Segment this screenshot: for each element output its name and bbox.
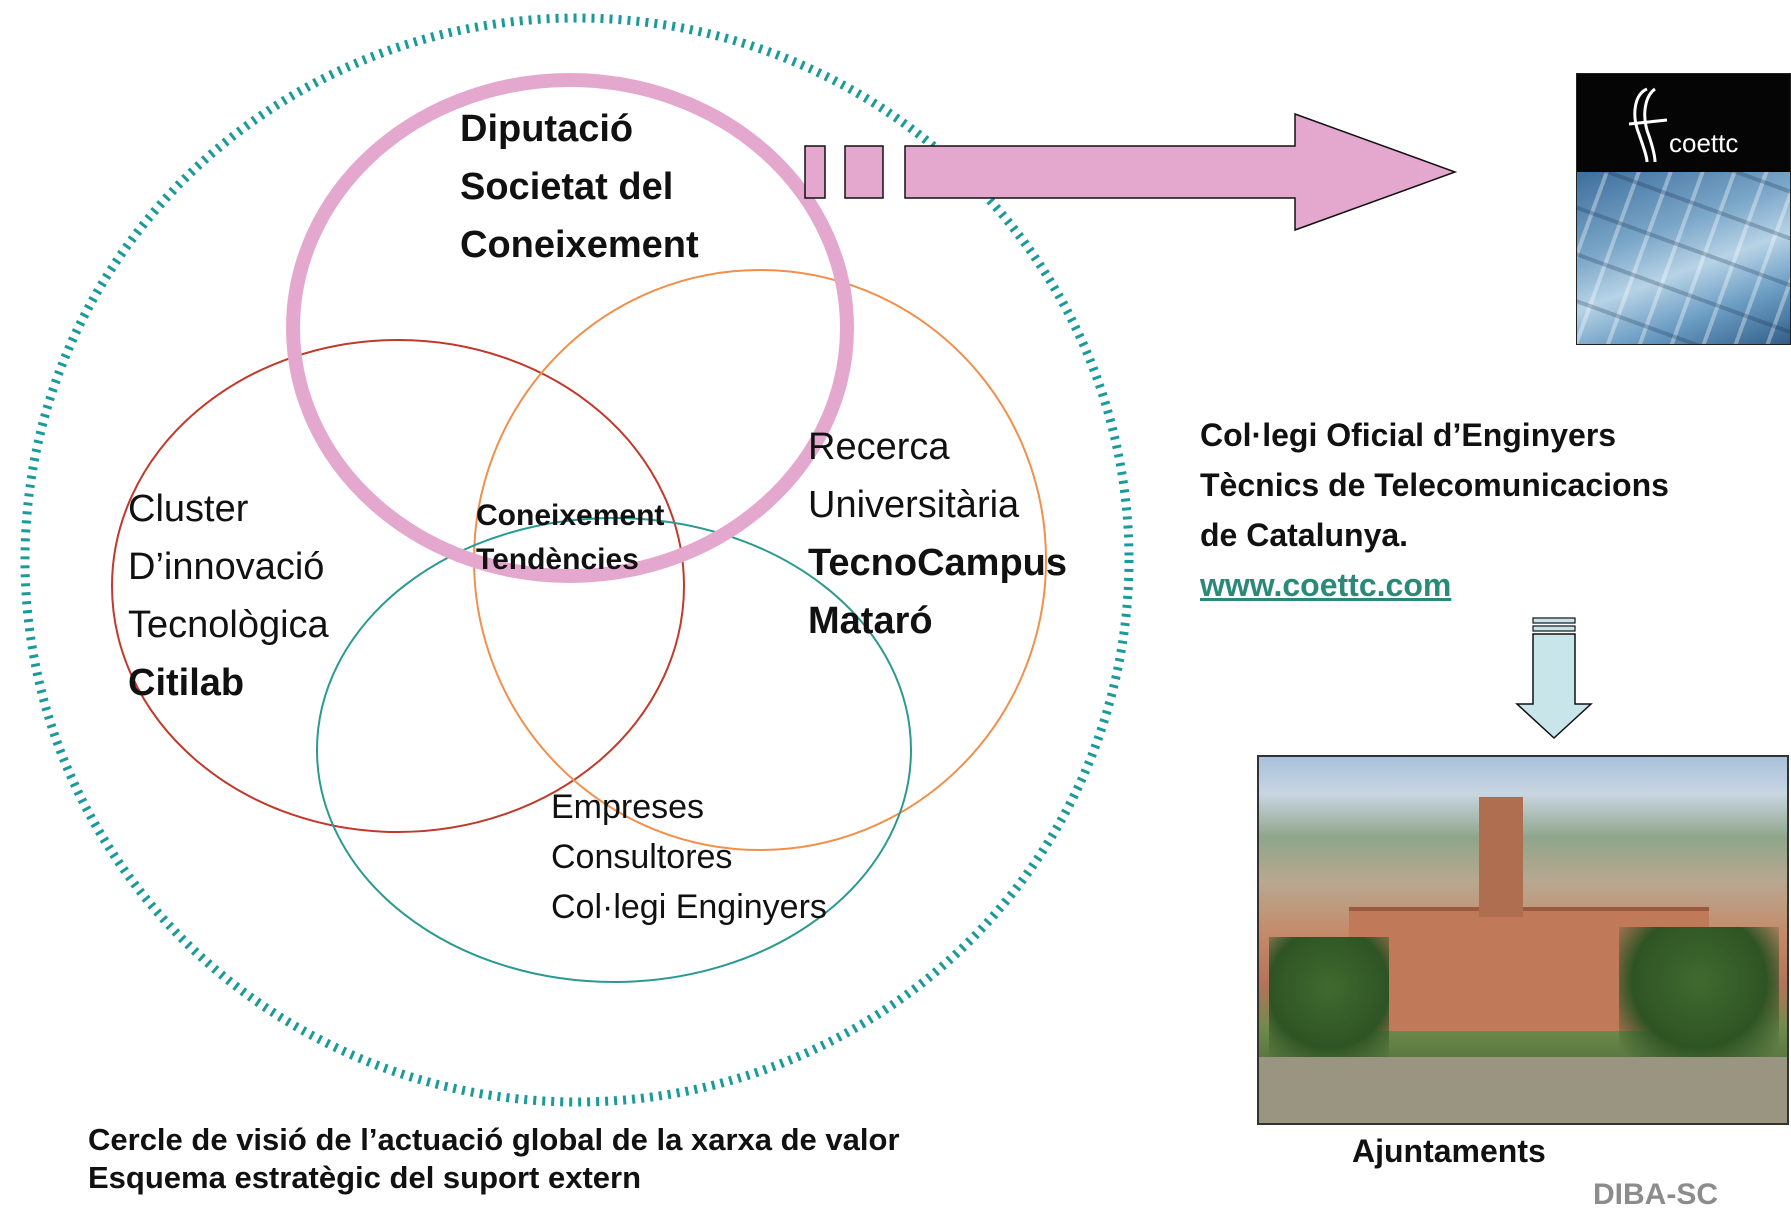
left-line-2: D’innovació xyxy=(128,546,325,588)
bottom-line-2: Consultores xyxy=(551,838,733,876)
diagram-caption: Cercle de visió de l’actuació global de … xyxy=(88,1121,900,1197)
ajuntaments-plaza xyxy=(1259,1057,1787,1123)
right-line-bold-2: Mataró xyxy=(808,600,933,642)
top-line-2: Societat del xyxy=(460,166,674,208)
left-circle xyxy=(111,339,685,833)
bottom-circle-label: Empreses Consultores Col·legi Enginyers xyxy=(551,782,827,932)
bottom-circle xyxy=(316,517,912,983)
coettc-line-1: Col·legi Oficial d’Enginyers xyxy=(1200,417,1617,453)
top-circle-label: Diputació Societat del Coneixement xyxy=(460,100,699,274)
ajuntaments-photo xyxy=(1257,755,1789,1125)
top-line-3: Coneixement xyxy=(460,224,699,266)
center-line-2: Tendències xyxy=(476,543,639,576)
top-line-1: Diputació xyxy=(460,108,634,150)
right-arrow xyxy=(804,112,1458,232)
right-line-bold-1: TecnoCampus xyxy=(808,542,1068,584)
right-line-1: Recerca xyxy=(808,426,950,468)
caption-line-1: Cercle de visió de l’actuació global de … xyxy=(88,1122,900,1157)
coettc-logo-bar: coettc xyxy=(1577,74,1790,172)
coettc-building-photo xyxy=(1577,172,1790,344)
left-line-3: Tecnològica xyxy=(128,604,329,646)
coettc-logo-text: coettc xyxy=(1669,128,1739,158)
ajuntaments-label: Ajuntaments xyxy=(1352,1133,1546,1169)
coettc-logo-icon xyxy=(1628,87,1668,163)
right-line-2: Universitària xyxy=(808,484,1020,526)
coettc-url-link[interactable]: www.coettc.com xyxy=(1200,567,1452,603)
left-line-1: Cluster xyxy=(128,488,249,530)
outer-dotted-circle xyxy=(20,13,1134,1107)
coettc-line-2: Tècnics de Telecomunicacions xyxy=(1200,467,1669,503)
center-line-1: Coneixement xyxy=(476,499,665,532)
center-label: Coneixement Tendències xyxy=(476,494,664,582)
ajuntaments-tower xyxy=(1479,797,1523,917)
coettc-description: Col·legi Oficial d’Enginyers Tècnics de … xyxy=(1200,410,1669,610)
left-circle-label: Cluster D’innovació Tecnològica Citilab xyxy=(128,480,329,712)
coettc-logo-image: coettc xyxy=(1576,73,1791,345)
bottom-line-3: Col·legi Enginyers xyxy=(551,888,827,926)
left-line-bold: Citilab xyxy=(128,662,245,704)
caption-line-2: Esquema estratègic del suport extern xyxy=(88,1160,642,1195)
bottom-line-1: Empreses xyxy=(551,788,705,826)
right-circle-label: Recerca Universitària TecnoCampus Mataró xyxy=(808,418,1067,650)
down-arrow xyxy=(1515,617,1593,740)
coettc-line-3: de Catalunya. xyxy=(1200,517,1409,553)
top-pink-circle xyxy=(286,73,854,583)
signature-label: DIBA-SC xyxy=(1593,1178,1718,1211)
